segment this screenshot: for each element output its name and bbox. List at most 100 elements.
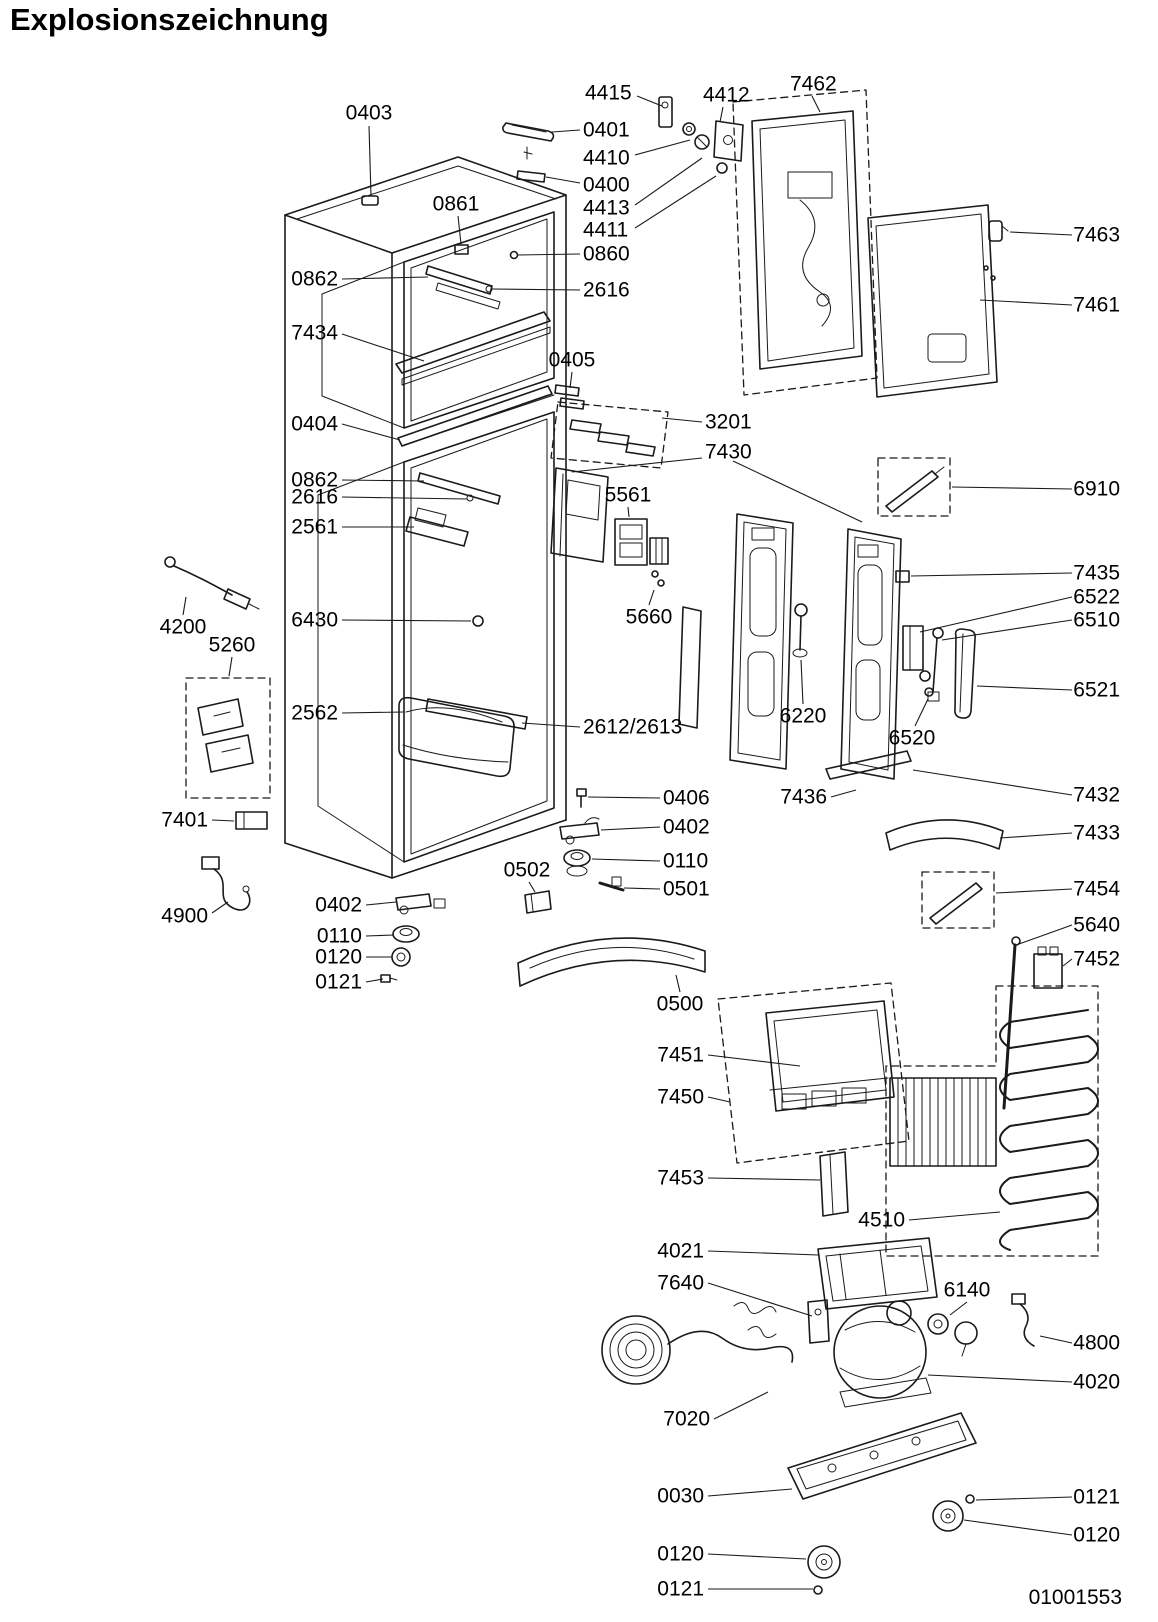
leader-line: [228, 656, 233, 677]
part-label-2562: 2562: [291, 702, 338, 725]
part-label-6520: 6520: [889, 727, 936, 750]
leader-line: [910, 572, 1073, 577]
leader-line: [623, 887, 661, 890]
base-plate-0030: [787, 1412, 977, 1500]
screw-0121-left: [380, 974, 398, 983]
leader-line: [636, 95, 663, 107]
leader-line: [707, 1250, 819, 1256]
leader-line: [211, 819, 235, 822]
leader-line: [912, 769, 1073, 796]
leader-line: [182, 596, 187, 616]
drawing-layer: [164, 89, 1099, 1595]
leader-line: [368, 125, 372, 197]
document-number: 01001553: [1028, 1586, 1122, 1609]
sensor-6510: [927, 627, 944, 702]
leader-line: [341, 276, 429, 280]
leader-line: [521, 722, 581, 728]
part-label-7432: 7432: [1073, 784, 1120, 807]
part-label-6521: 6521: [1073, 679, 1120, 702]
leader-line: [707, 1488, 793, 1497]
part-label-0404: 0404: [291, 413, 338, 436]
part-label-7463: 7463: [1073, 224, 1120, 247]
part-label-0030: 0030: [657, 1485, 704, 1508]
leader-line: [365, 934, 395, 937]
leader-line: [1062, 958, 1073, 967]
leader-line: [975, 1496, 1073, 1501]
kick-plate-0500: [517, 937, 706, 987]
leader-line: [341, 711, 405, 714]
leader-line: [707, 1282, 813, 1317]
leader-line: [707, 1553, 807, 1560]
part-label-4200: 4200: [160, 616, 207, 639]
fridge-door-panel-7451: [765, 1000, 895, 1112]
leader-line: [341, 423, 401, 441]
part-label-7453: 7453: [657, 1167, 704, 1190]
part-label-6910: 6910: [1073, 478, 1120, 501]
part-label-6510: 6510: [1073, 609, 1120, 632]
leader-line: [919, 596, 1073, 633]
part-label-4411: 4411: [583, 219, 628, 242]
freezer-door-inner-7462: [732, 89, 878, 396]
leader-line: [675, 974, 681, 993]
valve-6220: [792, 603, 808, 658]
part-label-4412: 4412: [703, 84, 750, 107]
part-label-4510: 4510: [858, 1209, 905, 1232]
leader-line: [927, 1374, 1073, 1383]
part-label-7454: 7454: [1073, 878, 1120, 901]
leader-line: [517, 253, 581, 256]
part-label-0501: 0501: [663, 878, 710, 901]
leader-line: [365, 978, 384, 983]
part-label-5260: 5260: [209, 634, 256, 657]
leader-line: [963, 1519, 1073, 1536]
bracket-7640: [807, 1299, 830, 1344]
compressor-4020: [833, 1300, 932, 1408]
leader-line: [732, 460, 863, 523]
leader-line: [1009, 231, 1073, 236]
part-label-0110: 0110: [663, 850, 708, 873]
part-label-7452: 7452: [1073, 948, 1120, 971]
leader-line: [571, 457, 703, 473]
leader-line: [707, 1054, 801, 1067]
part-label-5561: 5561: [605, 484, 652, 507]
part-label-0120: 0120: [1073, 1524, 1120, 1547]
part-label-7450: 7450: [657, 1086, 704, 1109]
fridge-shelf-rail: [417, 472, 501, 505]
part-label-6140: 6140: [944, 1279, 991, 1302]
leader-line: [341, 496, 468, 500]
top-vent-0403: [361, 195, 379, 206]
roller-center: [807, 1545, 841, 1595]
part-label-0400: 0400: [583, 174, 630, 197]
cap-0110-right: [563, 849, 591, 877]
part-label-0860: 0860: [583, 243, 630, 266]
drain-pan-4021: [817, 1237, 938, 1310]
leader-line: [627, 506, 630, 518]
condenser-coil: [999, 1009, 1099, 1251]
condenser-grille: [889, 1077, 997, 1167]
leader-line: [707, 1096, 731, 1103]
clip-7435: [895, 570, 910, 583]
door-handle-0401: [502, 122, 555, 160]
part-label-6220: 6220: [780, 705, 827, 728]
part-label-7435: 7435: [1073, 562, 1120, 585]
fridge-door-7450: [717, 982, 910, 1164]
heater-rod-5640: [1002, 936, 1021, 1110]
part-label-0862: 0862: [291, 469, 338, 492]
part-label-4800: 4800: [1073, 1332, 1120, 1355]
door-liner-left-7430: [729, 513, 794, 770]
air-duct-housing: [550, 467, 609, 563]
thermometer-kit-7454: [921, 871, 995, 929]
freezer-shelf-rails: [425, 265, 501, 310]
cover-strip: [678, 606, 702, 729]
leader-line: [999, 832, 1073, 839]
leader-line: [719, 106, 724, 123]
leader-line: [634, 157, 703, 206]
part-label-7640: 7640: [657, 1272, 704, 1295]
screw-6430: [472, 615, 484, 627]
leader-line: [949, 1301, 968, 1316]
part-label-7436: 7436: [780, 786, 827, 809]
leader-line: [811, 95, 821, 113]
leader-line: [365, 901, 397, 906]
cover-6521: [954, 628, 976, 719]
leader-line: [707, 1177, 821, 1181]
